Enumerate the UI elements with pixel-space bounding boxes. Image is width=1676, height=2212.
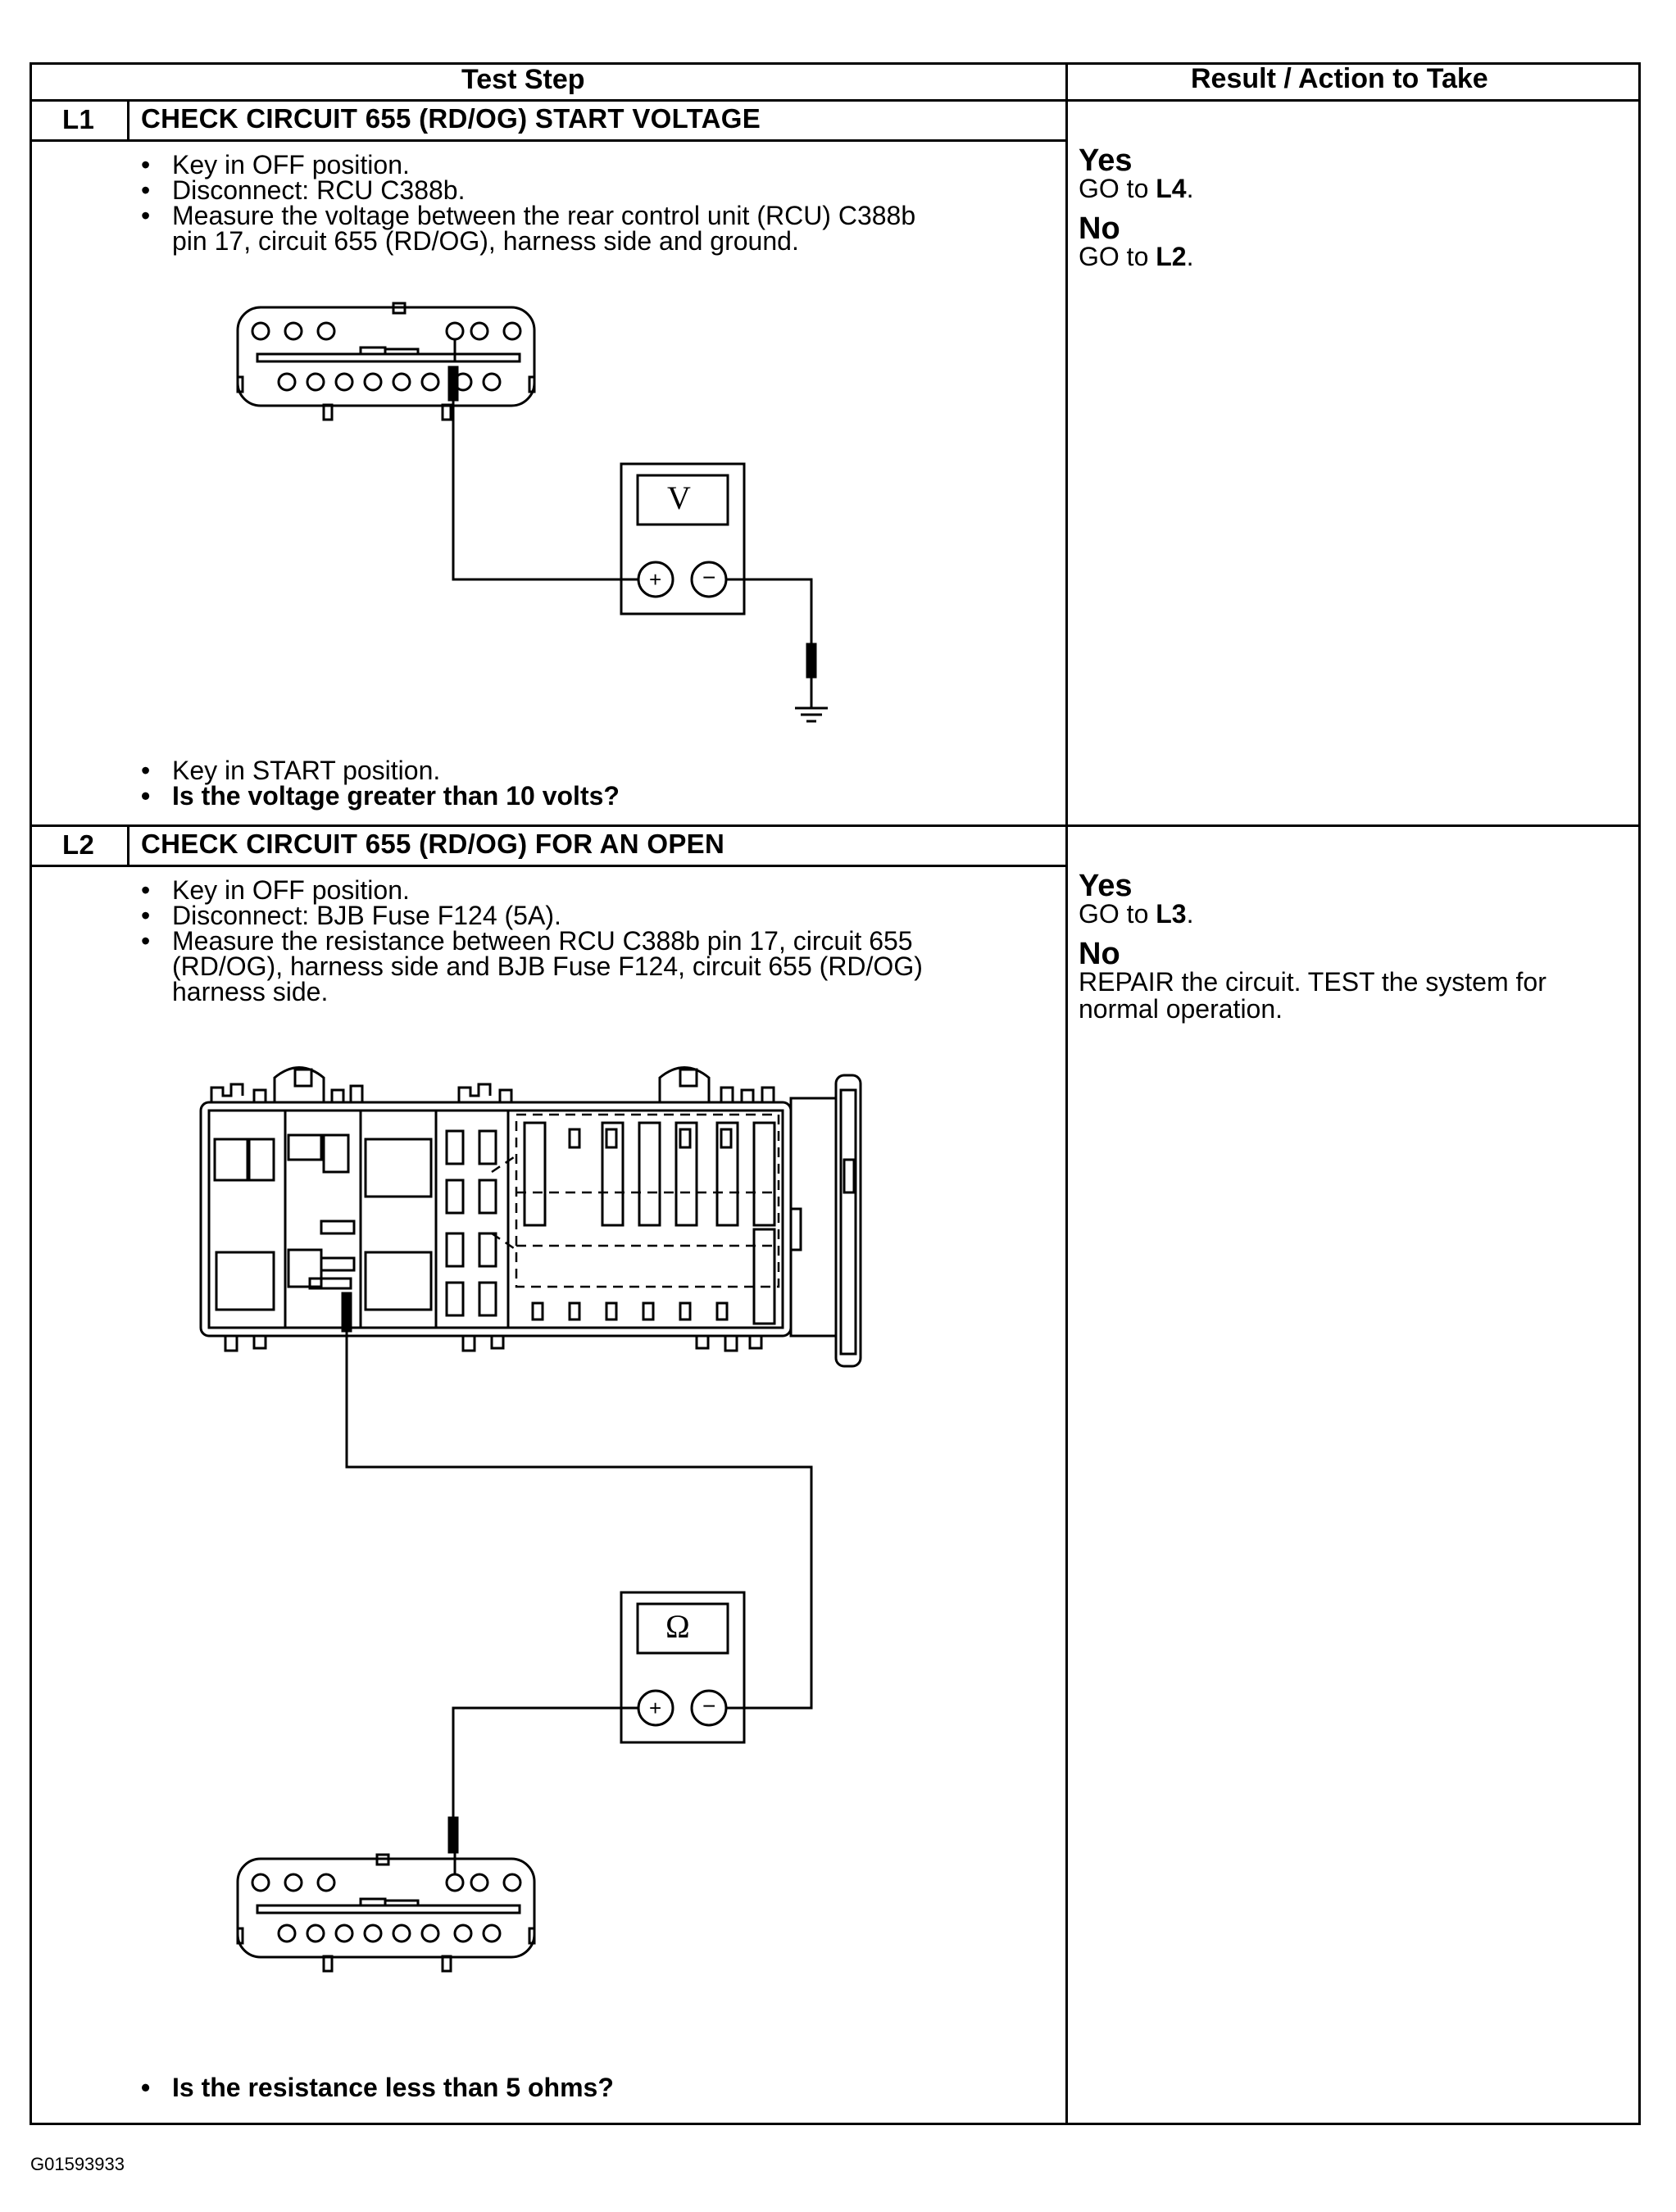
- step-l2-id: L2: [62, 829, 95, 860]
- step-l2-title: CHECK CIRCUIT 655 (RD/OG) FOR AN OPEN: [141, 829, 725, 859]
- result-no-action: GO to L2.: [1079, 242, 1194, 271]
- connector-c388b-icon: [236, 302, 536, 421]
- figure-id: G01593933: [30, 2154, 125, 2174]
- result-yes-label: Yes: [1079, 869, 1133, 903]
- result-yes-target[interactable]: L3: [1156, 899, 1187, 929]
- meter-plus-symbol: +: [649, 1696, 662, 1720]
- voltmeter-symbol: V: [667, 479, 691, 516]
- ohmmeter-icon: [620, 1591, 746, 1744]
- meter-plus-symbol: +: [649, 567, 662, 592]
- step-l2-instruction-cont: (RD/OG), harness side and BJB Fuse F124,…: [172, 952, 923, 981]
- step-l2-instructions: Key in OFF position. Disconnect: BJB Fus…: [131, 877, 923, 1006]
- result-no-action-line2: normal operation.: [1079, 994, 1283, 1024]
- header-result-action: Result / Action to Take: [1191, 63, 1488, 94]
- result-yes-action: GO to L3.: [1079, 899, 1194, 929]
- step-l2-question: Is the resistance less than 5 ohms?: [131, 2074, 614, 2101]
- step-l1-instruction: Key in START position.: [131, 757, 620, 784]
- step-l2-instruction: Key in OFF position.: [131, 877, 923, 903]
- result-no-target[interactable]: L2: [1156, 242, 1187, 271]
- step-l1-id: L1: [62, 104, 95, 134]
- step-l1-instruction: Key in OFF position.: [131, 152, 915, 178]
- ground-symbol-icon: [795, 706, 828, 723]
- result-no-label: No: [1079, 937, 1120, 971]
- step-l1-question: Is the voltage greater than 10 volts?: [131, 783, 620, 809]
- step-l1-results: Yes GO to L4. No GO to L2.: [1079, 143, 1194, 271]
- step-l2-results: Yes GO to L3. No REPAIR the circuit. TES…: [1079, 869, 1547, 1024]
- result-no-action-line1: REPAIR the circuit. TEST the system for: [1079, 967, 1547, 997]
- step-l1-instructions: Key in OFF position. Disconnect: RCU C38…: [131, 152, 915, 254]
- step-l1-final-instructions: Key in START position. Is the voltage gr…: [131, 757, 620, 809]
- step-l2-instruction: Disconnect: BJB Fuse F124 (5A).: [131, 902, 923, 929]
- connector-c388b-icon: [236, 1852, 536, 1973]
- result-no-label: No: [1079, 211, 1120, 246]
- result-yes-label: Yes: [1079, 143, 1133, 178]
- bjb-fuse-box-icon: [199, 1066, 862, 1368]
- step-l1-instruction: Measure the voltage between the rear con…: [131, 202, 915, 229]
- step-l1-instruction: Disconnect: RCU C388b.: [131, 177, 915, 203]
- step-l1-title: CHECK CIRCUIT 655 (RD/OG) START VOLTAGE: [141, 103, 761, 134]
- step-l2-instruction: Measure the resistance between RCU C388b…: [131, 928, 923, 954]
- meter-minus-symbol: −: [702, 565, 716, 590]
- header-test-step: Test Step: [461, 64, 585, 95]
- result-yes-action: GO to L4.: [1079, 174, 1194, 203]
- result-yes-target[interactable]: L4: [1156, 174, 1187, 203]
- step-l1-instruction-cont: pin 17, circuit 655 (RD/OG), harness sid…: [172, 226, 799, 256]
- ohmmeter-symbol: Ω: [665, 1608, 690, 1645]
- step-l2-instruction-cont: harness side.: [172, 977, 329, 1006]
- meter-minus-symbol: −: [702, 1693, 716, 1719]
- step-l2-final-instructions: Is the resistance less than 5 ohms?: [131, 2074, 614, 2101]
